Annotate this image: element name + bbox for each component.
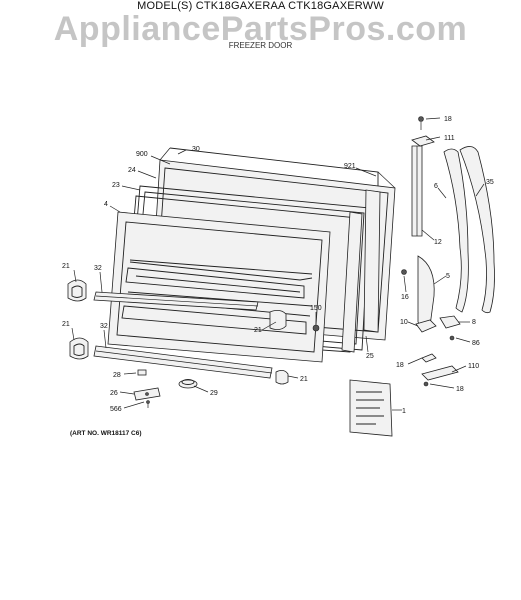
small-parts-lower bbox=[133, 324, 320, 408]
callout-86: 86 bbox=[472, 340, 480, 347]
callout-5: 5 bbox=[446, 273, 450, 280]
callout-10: 10 bbox=[400, 319, 408, 326]
art-number: (ART NO. WR18117 C6) bbox=[70, 430, 142, 437]
callout-900: 900 bbox=[136, 151, 148, 158]
shelf-end-caps bbox=[67, 279, 289, 385]
callout-21-a: 21 bbox=[62, 263, 70, 270]
callout-18-a: 18 bbox=[444, 116, 452, 123]
callout-32-b: 32 bbox=[100, 323, 108, 330]
callout-150: 150 bbox=[310, 305, 322, 312]
watermark-text: AppliancePartsPros.com bbox=[53, 10, 468, 48]
callout-16: 16 bbox=[401, 294, 409, 301]
model-line: MODEL(S) CTK18GAXERAA CTK18GAXERWW bbox=[137, 0, 384, 12]
section-title: FREEZER DOOR bbox=[228, 41, 293, 50]
callout-26: 26 bbox=[110, 390, 118, 397]
callout-4: 4 bbox=[104, 201, 108, 208]
callout-21-c: 21 bbox=[62, 321, 70, 328]
callout-labels: 900 30 24 23 4 921 21 32 150 21 25 21 32… bbox=[62, 116, 494, 415]
callout-25: 25 bbox=[366, 353, 374, 360]
callout-921: 921 bbox=[344, 163, 356, 170]
door-shelf-upper bbox=[93, 291, 259, 311]
callout-24: 24 bbox=[128, 167, 136, 174]
callout-29: 29 bbox=[210, 390, 218, 397]
callout-6: 6 bbox=[434, 183, 438, 190]
callout-566: 566 bbox=[110, 406, 122, 413]
callout-1: 1 bbox=[402, 408, 406, 415]
callout-110: 110 bbox=[468, 363, 479, 370]
callout-28: 28 bbox=[113, 372, 121, 379]
callout-111: 111 bbox=[444, 135, 455, 142]
door-handles bbox=[443, 146, 495, 314]
door-liner bbox=[107, 211, 331, 363]
door-shelf-lower bbox=[93, 345, 273, 379]
callout-23: 23 bbox=[112, 182, 120, 189]
callout-30: 30 bbox=[192, 146, 200, 153]
callout-12: 12 bbox=[434, 239, 442, 246]
callout-35: 35 bbox=[486, 179, 494, 186]
callout-18-c: 18 bbox=[456, 386, 464, 393]
callout-21-d: 21 bbox=[300, 376, 308, 383]
callout-8: 8 bbox=[472, 319, 476, 326]
literature-package bbox=[349, 379, 393, 437]
door-side-rail bbox=[341, 189, 381, 353]
callout-18-b: 18 bbox=[396, 362, 404, 369]
callout-32-a: 32 bbox=[94, 265, 102, 272]
leader-lines bbox=[71, 117, 485, 411]
callout-21-b: 21 bbox=[254, 327, 262, 334]
hinge-assembly bbox=[401, 116, 461, 387]
